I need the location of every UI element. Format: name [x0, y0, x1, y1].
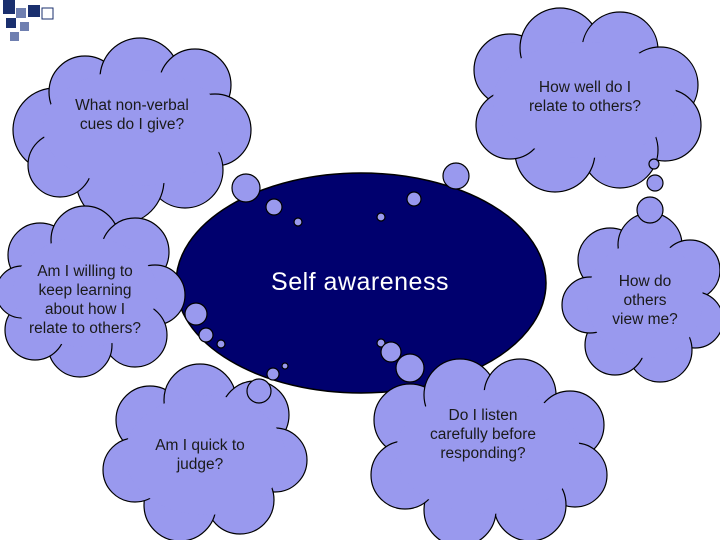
- thought-relate: How well do I relate to others?: [528, 79, 641, 115]
- thought-view: How do others view me?: [612, 273, 678, 328]
- cloud-view: [561, 212, 720, 383]
- thought-listen: Do I listen carefully before responding?: [430, 407, 536, 462]
- thought-judge: Am I quick to judge?: [155, 437, 245, 473]
- cloud-judge: [102, 363, 308, 542]
- cloud-nonverbal: [12, 37, 252, 225]
- thought-learning: Am I willing to keep learning about how …: [28, 263, 141, 337]
- cloud-learning: [0, 205, 186, 378]
- corner-decoration: [3, 0, 54, 41]
- cloud-relate: [473, 7, 702, 193]
- thought-nonverbal: What non-verbal cues do I give?: [75, 97, 189, 133]
- center-label: Self awareness: [271, 268, 449, 296]
- thought-bubbles: [184, 158, 664, 404]
